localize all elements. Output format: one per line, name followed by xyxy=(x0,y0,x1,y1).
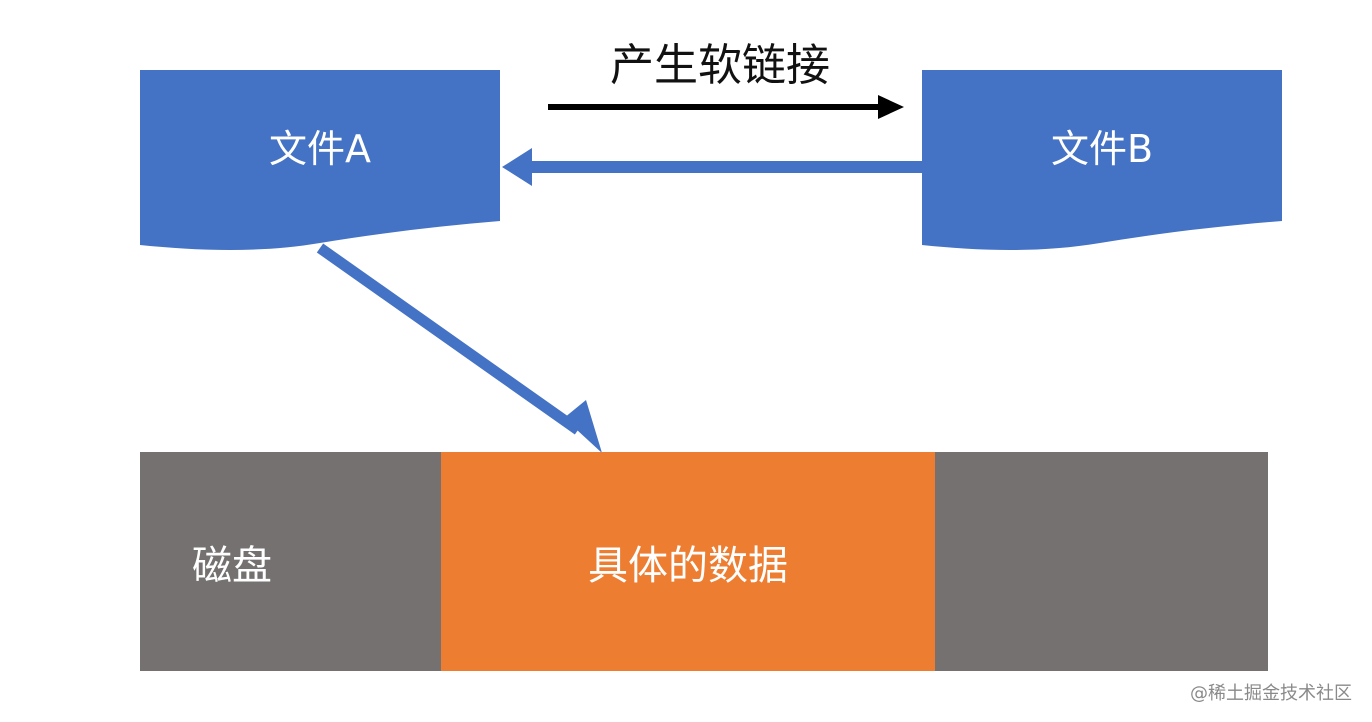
disk-right-segment xyxy=(935,452,1268,671)
create-link-arrow xyxy=(548,95,904,119)
data-label: 具体的数据 xyxy=(588,543,788,589)
disk-label: 磁盘 xyxy=(192,543,272,589)
watermark: @稀土掘金技术社区 xyxy=(1190,683,1352,704)
data-segment xyxy=(441,452,935,671)
link-label: 产生软链接 xyxy=(610,40,830,91)
disk-left-segment xyxy=(140,452,441,671)
disk-bar: 磁盘 具体的数据 xyxy=(140,452,1268,671)
data-pointer-arrow xyxy=(316,243,602,453)
file-b-shape xyxy=(922,70,1282,250)
file-b-label: 文件B xyxy=(1051,127,1153,171)
link-pointer-arrow xyxy=(502,148,922,186)
file-a-label: 文件A xyxy=(269,127,371,171)
file-b-document: 文件B xyxy=(922,70,1282,250)
file-a-shape xyxy=(140,70,500,250)
file-a-document: 文件A xyxy=(140,70,500,250)
